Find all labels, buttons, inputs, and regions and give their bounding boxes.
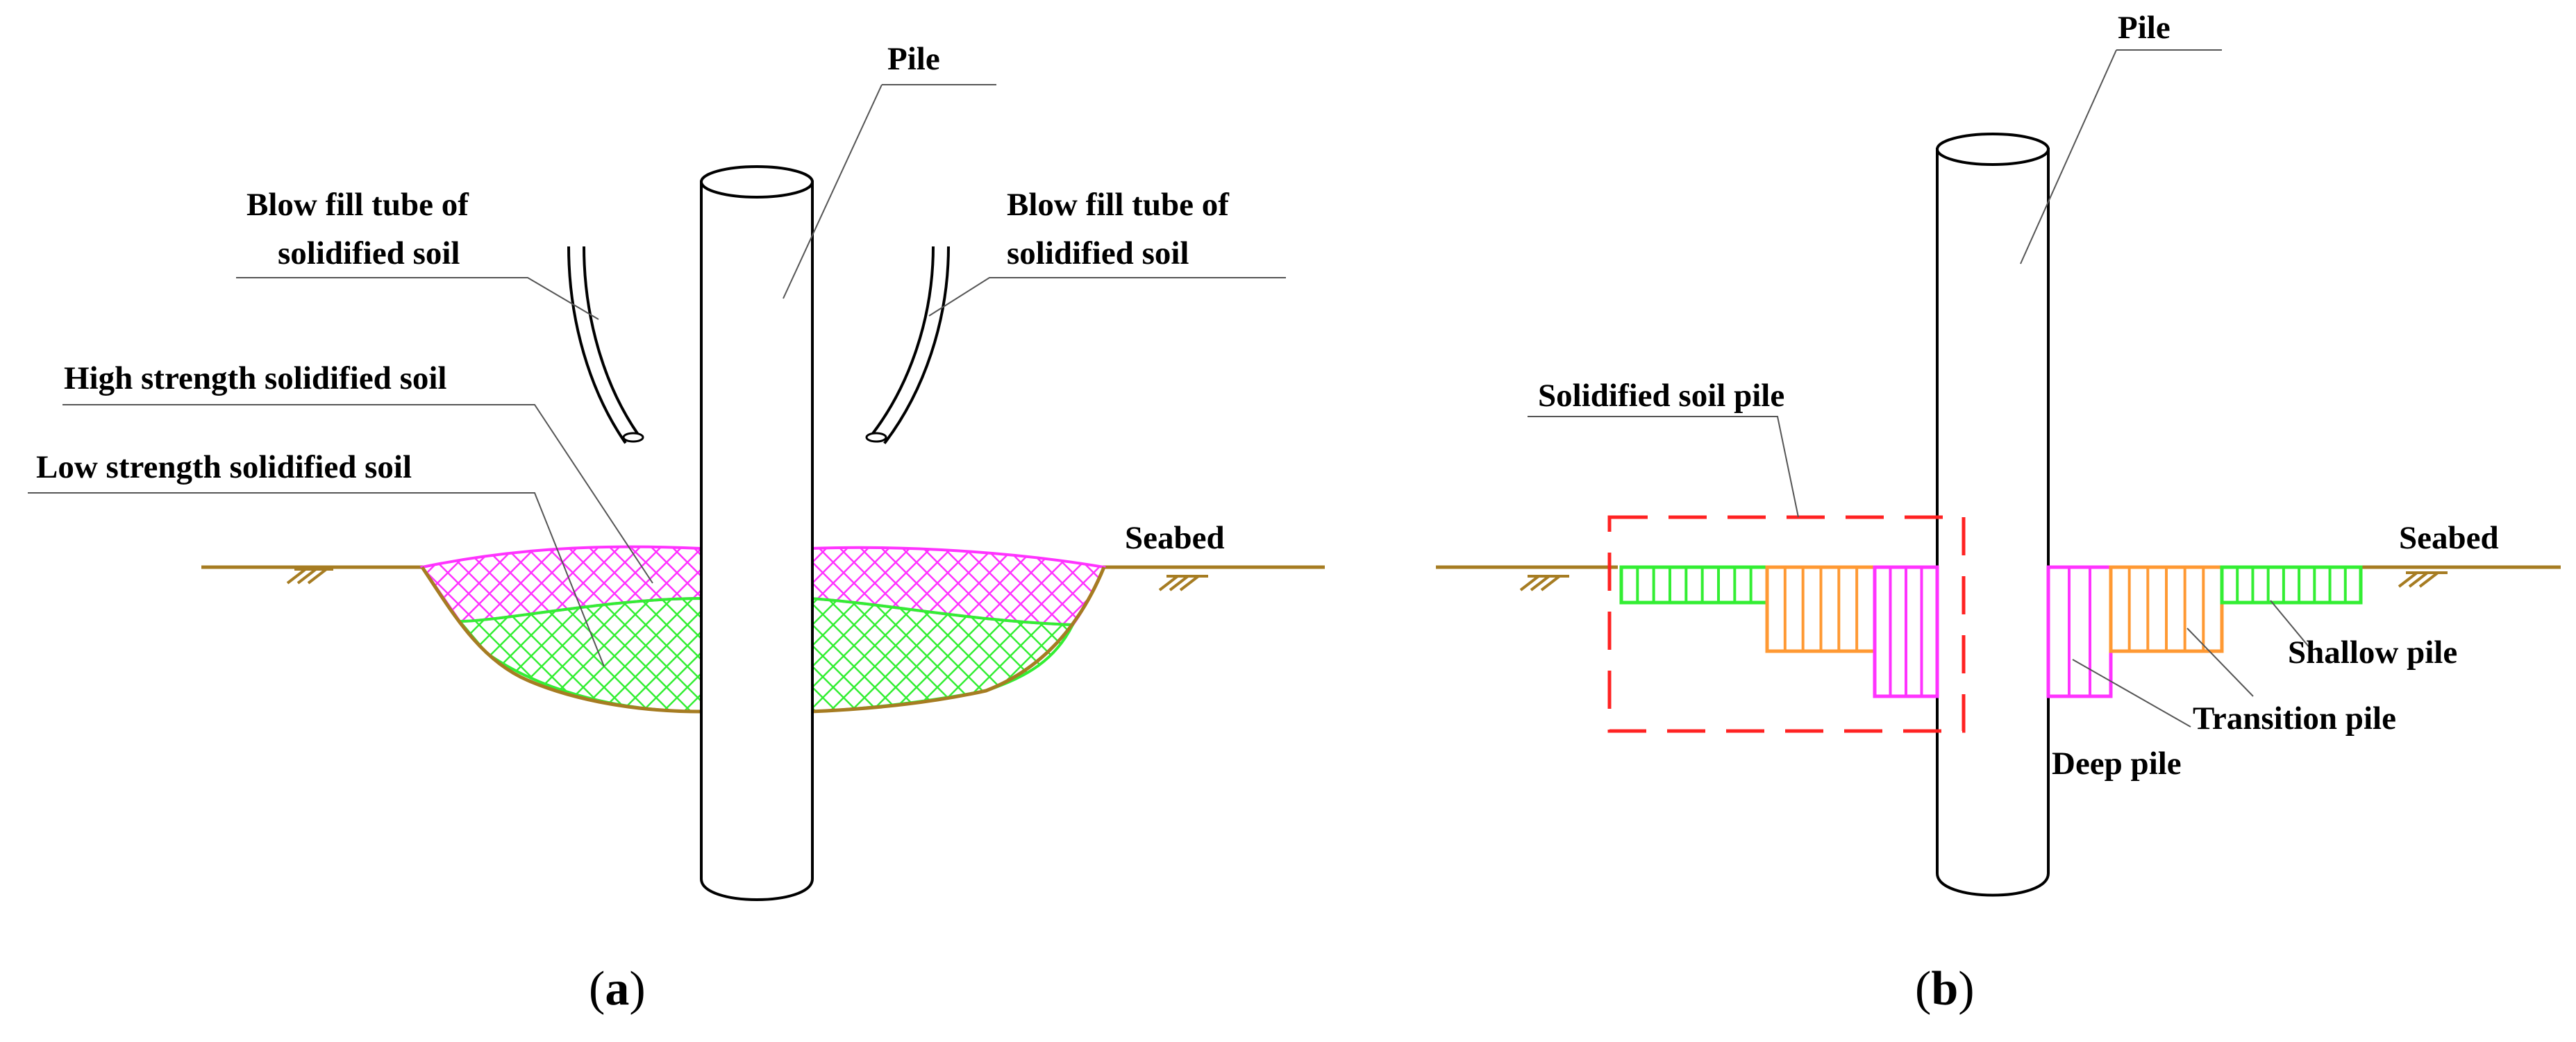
deep-pile-group-right-outline: [2046, 565, 2113, 698]
shallow-pile-group-left-outline: [1619, 565, 1769, 605]
leaders-a: [28, 84, 1286, 667]
pile-label-a: Pile: [887, 41, 940, 77]
deep-pile-group-right: [2046, 565, 2113, 698]
soil-piles: [1619, 565, 2363, 698]
pile-label-b: Pile: [2118, 10, 2171, 46]
high-strength-label: High strength solidified soil: [64, 360, 446, 396]
seabed-line-b: [1436, 565, 2561, 591]
shallow-pile-group-left: [1619, 565, 1769, 605]
seabed-hatch-right-a: [1158, 575, 1208, 591]
transition-pile-label: Transition pile: [2193, 700, 2396, 737]
seabed-label-a: Seabed: [1125, 520, 1225, 556]
blow-fill-tube-left: [567, 246, 644, 444]
leaders-b: [1528, 49, 2311, 728]
tube-right-label-line1: Blow fill tube of: [1007, 187, 1230, 223]
seabed-hatch-left-b: [1519, 575, 1569, 591]
seabed-hatch-right-b: [2398, 571, 2448, 588]
transition-pile-group-left: [1765, 565, 1877, 653]
shallow-pile-group-right: [2220, 565, 2363, 605]
low-strength-label: Low strength solidified soil: [36, 449, 412, 485]
excavation-outline-left: [420, 566, 702, 714]
seabed-hatch-left-a: [286, 568, 333, 585]
seabed-line-a: [201, 565, 1325, 591]
deep-pile-group-left: [1873, 565, 1939, 698]
caption-a: (a): [589, 962, 646, 1016]
shallow-pile-label: Shallow pile: [2288, 635, 2457, 671]
panel-b: Pile Solidified soil pile Seabed Shallow…: [1436, 10, 2561, 1016]
solidified-soil-pile-frame: [1607, 515, 1966, 733]
tube-right-label-line2: solidified soil: [1007, 235, 1189, 271]
caption-b: (b): [1915, 962, 1975, 1016]
tube-left-label-line1: Blow fill tube of: [246, 187, 469, 223]
pile-b: [1936, 133, 2050, 897]
blow-fill-tube-right: [865, 246, 950, 444]
solidified-soil-pile-label: Solidified soil pile: [1538, 378, 1784, 414]
deep-pile-label: Deep pile: [2052, 746, 2182, 782]
shallow-pile-group-right-outline: [2220, 565, 2363, 605]
pile-a: [700, 165, 814, 901]
seabed-label-b: Seabed: [2399, 520, 2499, 556]
tube-left-label-line2: solidified soil: [278, 235, 460, 271]
transition-pile-group-right: [2109, 565, 2224, 653]
excavation-outline-right: [810, 566, 1106, 714]
panel-a: Pile Blow fill tube of solidified soil B…: [28, 41, 1325, 1016]
